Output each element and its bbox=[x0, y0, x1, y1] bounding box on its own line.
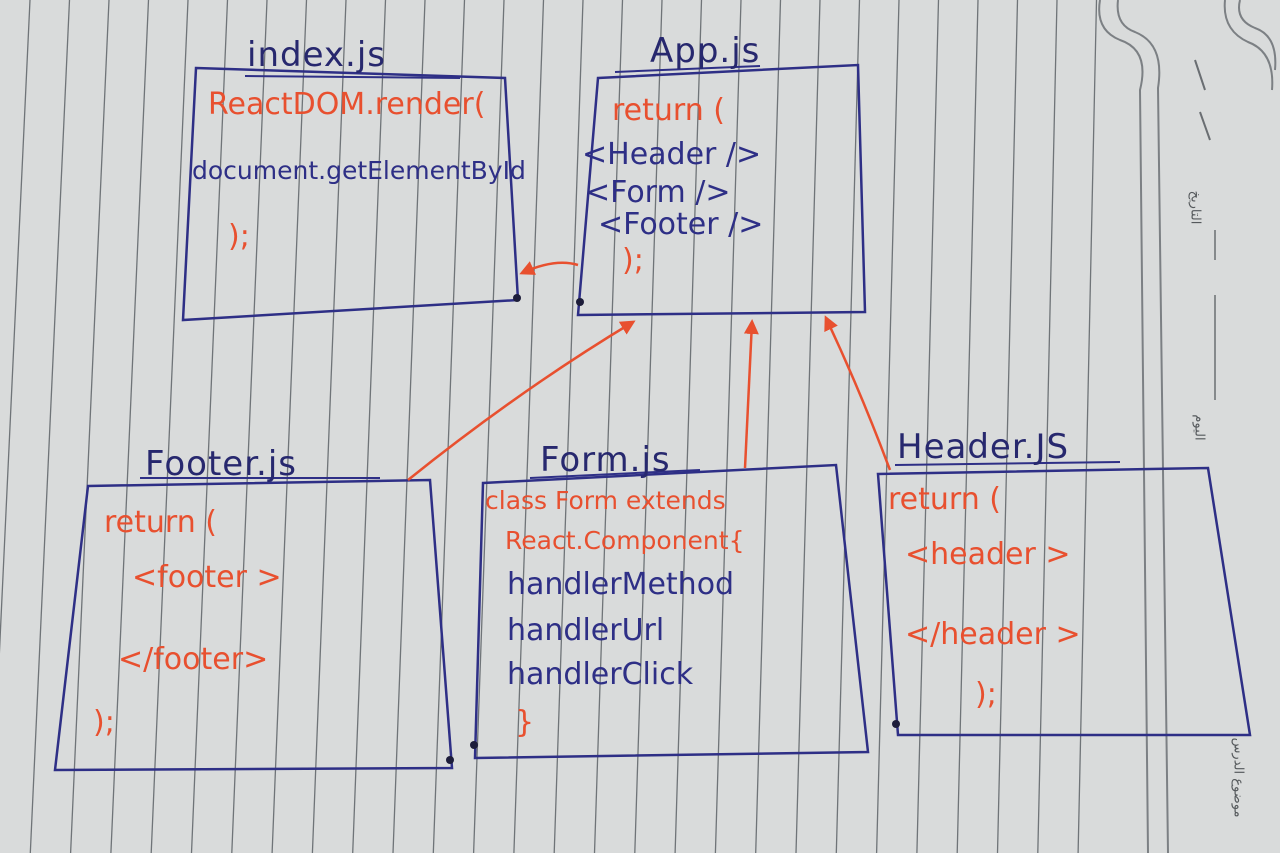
ruled-line bbox=[29, 0, 71, 853]
ruled-line bbox=[553, 0, 584, 853]
header-js-line-4: ); bbox=[975, 677, 997, 712]
arrow-form-to-app bbox=[743, 319, 759, 469]
index-js-line-2: document.getElementById bbox=[192, 156, 526, 185]
ruled-line bbox=[714, 0, 742, 853]
form-js-line-6: } bbox=[515, 705, 535, 740]
ruled-lines bbox=[0, 0, 1098, 853]
footer-js-title: Footer.js bbox=[145, 444, 298, 484]
ruled-line bbox=[835, 0, 861, 853]
ruled-line bbox=[352, 0, 387, 853]
ruled-line bbox=[190, 0, 229, 853]
app-js-line-5: ); bbox=[622, 243, 644, 278]
box-app-js bbox=[576, 63, 867, 317]
ruled-line bbox=[593, 0, 624, 853]
ruled-line bbox=[1037, 0, 1058, 853]
ruled-line bbox=[311, 0, 347, 853]
ruled-line bbox=[755, 0, 782, 853]
ruled-line bbox=[472, 0, 505, 853]
ruled-line bbox=[392, 0, 426, 853]
box-header-js bbox=[876, 466, 1252, 737]
footer-js-line-2: <footer > bbox=[132, 560, 282, 595]
margin-subject-label: موضوع الدرس bbox=[1230, 737, 1246, 818]
ruled-line bbox=[674, 0, 703, 853]
ruled-line bbox=[996, 0, 1019, 853]
ruled-line bbox=[1077, 0, 1098, 853]
index-js-line-3: ); bbox=[228, 219, 250, 254]
app-js-title: App.js bbox=[650, 31, 761, 71]
footer-js-line-4: ); bbox=[93, 705, 115, 740]
ruled-line bbox=[875, 0, 900, 853]
header-js-title: Header.JS bbox=[897, 427, 1070, 467]
arrow-app-to-index bbox=[519, 261, 579, 275]
footer-js-line-1: return ( bbox=[104, 505, 217, 540]
ruled-line bbox=[634, 0, 663, 853]
header-js-line-3: </header > bbox=[905, 617, 1081, 652]
app-js-line-4: <Footer /> bbox=[598, 207, 764, 242]
ruled-line bbox=[150, 0, 189, 853]
header-js-line-1: return ( bbox=[888, 482, 1001, 517]
form-js-line-2: React.Component{ bbox=[505, 526, 745, 555]
ruled-line bbox=[432, 0, 466, 853]
form-js-title: Form.js bbox=[540, 440, 671, 480]
ruled-line bbox=[916, 0, 940, 853]
ruled-line bbox=[956, 0, 979, 853]
footer-js-line-3: </footer> bbox=[118, 642, 269, 677]
app-js-line-2: <Header /> bbox=[582, 137, 762, 172]
ruled-line bbox=[110, 0, 150, 853]
app-js-line-3: <Form /> bbox=[585, 175, 731, 210]
box-form-js bbox=[473, 463, 870, 760]
margin-date-field bbox=[1194, 59, 1216, 400]
arrow-header-to-app bbox=[824, 315, 892, 471]
ruled-line bbox=[795, 0, 821, 853]
ruled-line bbox=[231, 0, 268, 853]
ruled-line bbox=[69, 0, 110, 853]
form-js-line-4: handlerUrl bbox=[507, 613, 665, 648]
title-underlines bbox=[140, 65, 1121, 479]
header-js-line-2: <header > bbox=[905, 537, 1071, 572]
form-js-line-3: handlerMethod bbox=[507, 567, 735, 602]
ruled-line bbox=[513, 0, 545, 853]
box-footer-js bbox=[53, 478, 454, 772]
form-js-line-5: handlerClick bbox=[507, 657, 694, 692]
app-js-line-1: return ( bbox=[612, 93, 725, 128]
margin-border bbox=[1098, 0, 1277, 853]
margin-day-label: اليوم bbox=[1191, 414, 1207, 441]
ruled-line bbox=[0, 0, 31, 654]
arrow-footer-to-app bbox=[407, 320, 636, 481]
index-js-line-1: ReactDOM.render( bbox=[208, 87, 486, 122]
margin-date-label: التاريخ bbox=[1187, 190, 1203, 225]
index-js-title: index.js bbox=[247, 35, 386, 75]
ruled-line bbox=[271, 0, 308, 853]
ink-dots bbox=[446, 294, 900, 764]
form-js-line-1: class Form extends bbox=[485, 486, 726, 515]
